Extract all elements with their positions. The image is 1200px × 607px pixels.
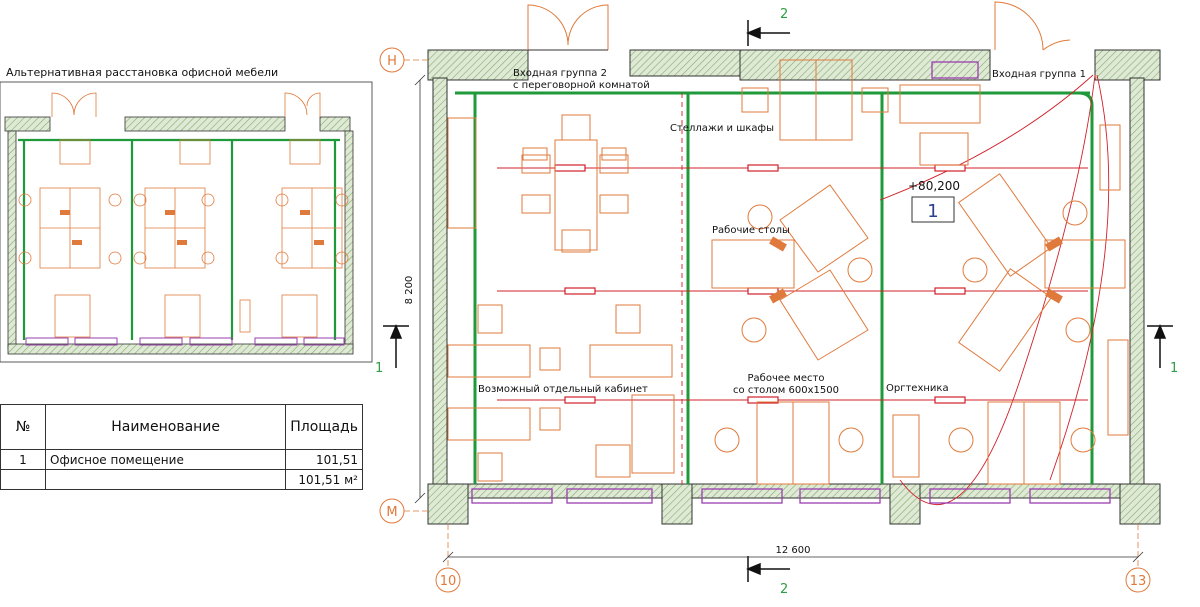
table-cell-area: 101,51 <box>285 449 363 470</box>
alt-frame <box>0 81 373 363</box>
room-number-box <box>911 196 955 223</box>
alternative-layout: Альтернативная расстановка офисной мебел… <box>0 66 373 363</box>
furniture-open-space <box>711 59 1129 485</box>
main-plan: 2 2 1 1 Н М 10 13 12 600 8 200 <box>375 1 1178 597</box>
table-cell-name: Офисное помещение <box>44 449 287 470</box>
table-header-area: Площадь <box>285 404 363 450</box>
radiators <box>471 61 1111 504</box>
label-entrance-2-line1: Входная группа 2 <box>513 68 607 79</box>
table-header-row: № Наименование Площадь <box>0 404 363 450</box>
alt-title: Альтернативная расстановка офисной мебел… <box>6 66 278 79</box>
label-cabinet: Возможный отдельный кабинет <box>478 384 648 395</box>
door-entrance-2 <box>527 4 609 51</box>
outer-walls <box>427 49 1161 525</box>
label-shelves: Стеллажи и шкафы <box>670 123 774 134</box>
table-cell-area-total: 101,51 м² <box>285 469 363 490</box>
door-entrance-1 <box>994 1 1071 51</box>
table-header-name: Наименование <box>44 404 287 450</box>
section-label-top: 2 <box>780 7 788 22</box>
chairs-accent <box>769 236 1063 304</box>
table-cell-num: 1 <box>0 449 46 470</box>
dimension-width: 12 600 <box>776 545 811 556</box>
label-office-equipment: Оргтехника <box>886 383 949 394</box>
label-entrance-1: Входная группа 1 <box>992 69 1086 80</box>
axis-label-top: Н <box>387 54 397 69</box>
furniture-cabinet <box>447 304 675 482</box>
label-workplace-line1: Рабочее место <box>748 373 825 384</box>
dimension-lines <box>414 74 1144 563</box>
room-number: 1 <box>927 201 938 222</box>
furniture-meeting-room <box>447 114 629 253</box>
table-row: 1 Офисное помещение 101,51 <box>0 449 363 470</box>
section-markers <box>383 20 1173 582</box>
axis-lines <box>404 59 1139 568</box>
table-cell-num <box>0 469 46 490</box>
section-label-right: 1 <box>1170 361 1178 376</box>
area-table: № Наименование Площадь 1 Офисное помещен… <box>0 404 363 490</box>
axis-label-bottom: М <box>386 505 397 520</box>
axis-bubbles <box>379 47 1151 593</box>
light-fixtures <box>554 164 966 404</box>
axis-label-left: 10 <box>440 574 457 589</box>
label-desks: Рабочие столы <box>712 225 790 236</box>
table-header-num: № <box>0 404 46 450</box>
label-entrance-2-line2: с переговорной комнатой <box>513 80 650 91</box>
label-workplace-line2: со столом 600х1500 <box>733 385 839 396</box>
table-total-row: 101,51 м² <box>0 469 363 490</box>
level-mark: +80,200 <box>908 179 960 193</box>
section-label-left: 1 <box>375 361 383 376</box>
axis-label-right: 13 <box>1130 574 1147 589</box>
dimension-height: 8 200 <box>404 276 415 305</box>
section-label-bottom: 2 <box>780 582 788 597</box>
table-cell-name <box>44 469 287 490</box>
glass-partitions <box>455 91 1094 484</box>
